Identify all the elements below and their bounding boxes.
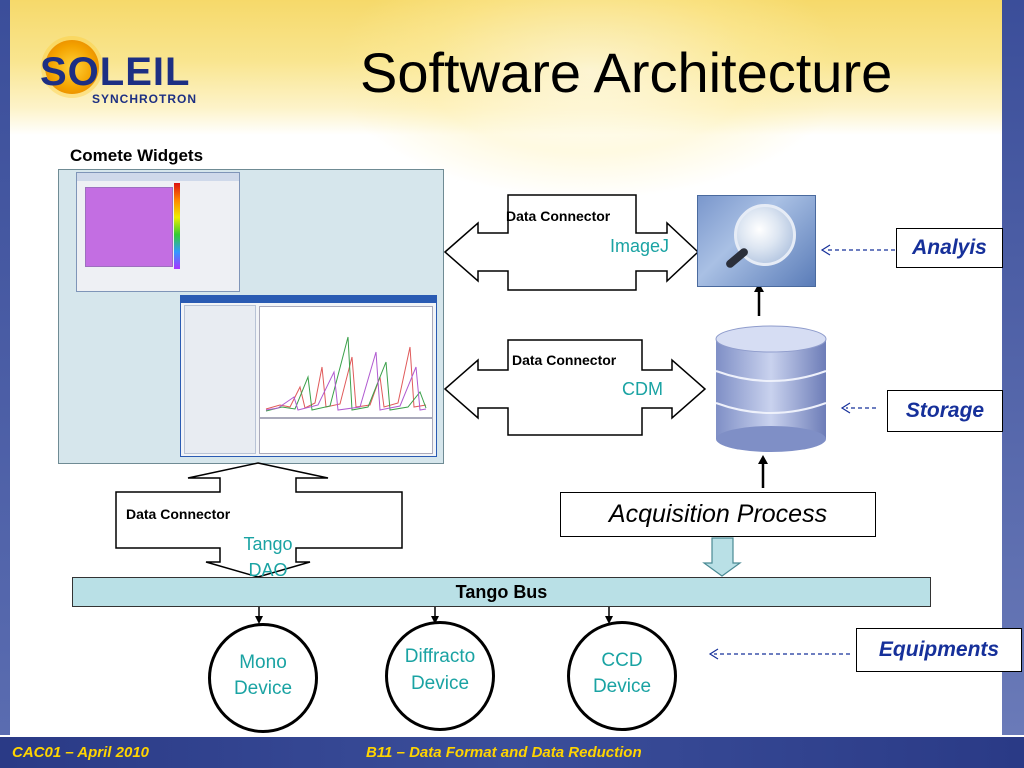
footer-event: CAC01 – April 2010: [12, 744, 150, 761]
acq-to-bus-arrow: [702, 537, 742, 577]
left-decor-strip: [0, 0, 10, 735]
logo-subtitle: SYNCHROTRON: [92, 92, 198, 106]
logo-name: SOLEIL: [40, 50, 191, 94]
color-scale: [174, 183, 180, 269]
imagej-tech-label: ImageJ: [610, 236, 670, 256]
spectrum-viewer-window: [180, 295, 437, 457]
tango-connector-label: Data Connector: [126, 506, 231, 522]
image-plot: [85, 187, 173, 267]
cdm-tech-label: CDM: [622, 379, 663, 399]
device-type: Device: [410, 673, 470, 694]
parameters-panel: [184, 305, 256, 454]
device-type: Device: [592, 676, 652, 697]
diffracto-device: Diffracto Device: [385, 621, 495, 731]
comete-widgets-label: Comete Widgets: [70, 146, 204, 165]
acquisition-process-box: Acquisition Process: [560, 492, 876, 537]
device-name: CCD: [601, 650, 643, 671]
equipments-label: Equipments: [856, 628, 1022, 672]
device-type: Device: [233, 678, 293, 699]
database-icon: [715, 325, 827, 452]
storage-label: Storage: [887, 390, 1003, 432]
analysis-label: Analyis: [896, 228, 1003, 268]
header-glow: [330, 0, 850, 200]
spectrum-plot: [259, 306, 433, 418]
soleil-sun-logo-icon: [45, 40, 99, 94]
right-decor-strip: [1002, 0, 1024, 735]
cdm-connector-label: Data Connector: [512, 352, 617, 368]
mono-device: Mono Device: [208, 623, 318, 733]
device-name: Diffracto: [404, 646, 476, 667]
image-viewer-window: [76, 172, 240, 292]
window-titlebar: [181, 296, 436, 303]
footer-talk-title: B11 – Data Format and Data Reduction: [366, 744, 642, 761]
window-titlebar: [77, 173, 239, 181]
analysis-magnifier-image: [697, 195, 816, 287]
device-name: Mono: [239, 652, 287, 673]
imagej-connector-label: Data Connector: [506, 208, 611, 224]
ccd-device: CCD Device: [567, 621, 677, 731]
spectrum-legend: [259, 418, 433, 454]
footer-bar: [0, 737, 1024, 768]
slide-title: Software Architecture: [360, 41, 893, 104]
cdm-connector-arrow: [443, 339, 707, 436]
tango-bus: Tango Bus: [72, 577, 931, 607]
tango-dao-tech-label: Tango DAO: [243, 534, 293, 580]
